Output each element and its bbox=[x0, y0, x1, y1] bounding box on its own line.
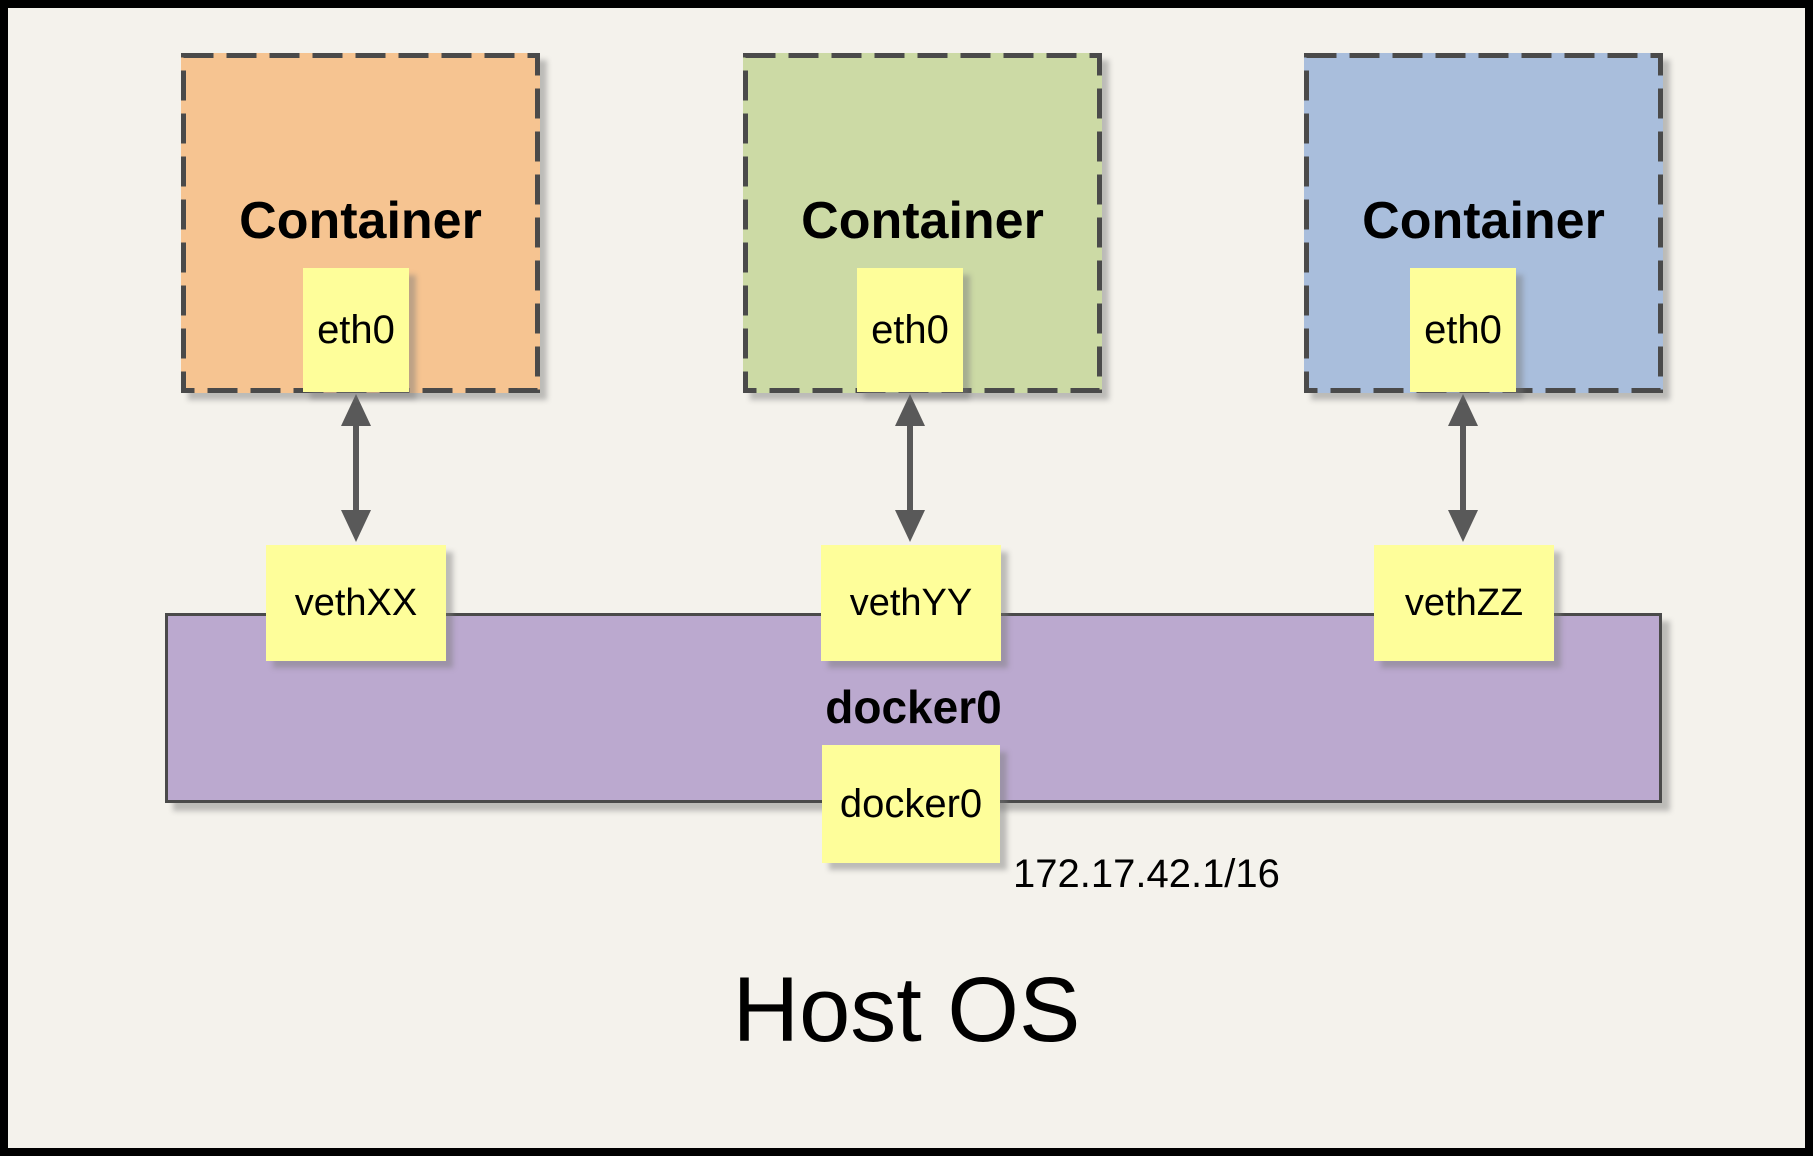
docker-network-diagram: Container Container Container eth0 eth0 … bbox=[8, 8, 1805, 1148]
container-label: Container bbox=[801, 192, 1044, 250]
eth0-box-3: eth0 bbox=[1410, 268, 1516, 392]
veth-connection-arrow-3 bbox=[1448, 394, 1478, 542]
eth0-box-1: eth0 bbox=[303, 268, 409, 392]
veth-connection-arrow-2 bbox=[895, 394, 925, 542]
vethXX-box: vethXX bbox=[266, 545, 446, 661]
vethYY-box: vethYY bbox=[821, 545, 1001, 661]
vethZZ-box: vethZZ bbox=[1374, 545, 1554, 661]
veth-connection-arrow-1 bbox=[341, 394, 371, 542]
docker0-bridge-label: docker0 bbox=[825, 681, 1002, 733]
eth0-box-2: eth0 bbox=[857, 268, 963, 392]
container-label: Container bbox=[1362, 192, 1605, 250]
docker0-interface-box: docker0 bbox=[822, 745, 1000, 863]
host-os-label: Host OS bbox=[732, 959, 1081, 1061]
container-label: Container bbox=[239, 192, 482, 250]
bridge-ip-address: 172.17.42.1/16 bbox=[1013, 852, 1280, 896]
